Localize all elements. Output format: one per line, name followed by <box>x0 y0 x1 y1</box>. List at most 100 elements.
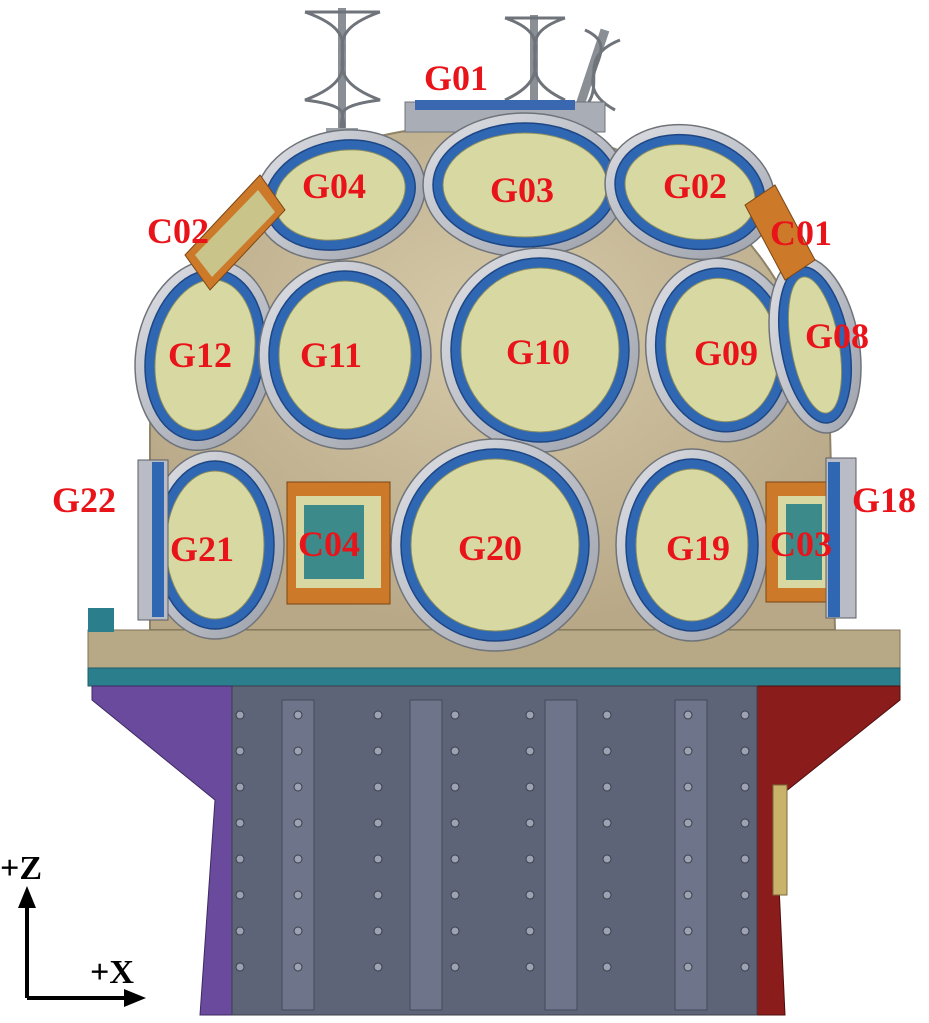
bolt <box>525 926 535 936</box>
bolt <box>373 710 383 720</box>
bolt <box>740 710 750 720</box>
bolt <box>373 854 383 864</box>
bolt <box>293 818 303 828</box>
bolt <box>235 890 245 900</box>
detector-windows <box>134 112 862 652</box>
label-g20: G20 <box>458 528 523 568</box>
bolt <box>373 746 383 756</box>
bolt <box>450 710 460 720</box>
antenna-center <box>504 15 566 110</box>
bolt <box>373 962 383 972</box>
bolt <box>602 818 612 828</box>
label-c01: C01 <box>770 213 832 253</box>
label-g19: G19 <box>666 528 731 568</box>
bolt <box>450 854 460 864</box>
bolt <box>602 782 612 792</box>
axis-z-label: +Z <box>0 850 43 887</box>
bolt <box>293 926 303 936</box>
label-g18: G18 <box>852 480 917 520</box>
bolt <box>235 854 245 864</box>
bolt <box>373 926 383 936</box>
bolt <box>235 710 245 720</box>
bolt <box>740 818 750 828</box>
antenna-left <box>304 8 381 142</box>
panel-g18 <box>825 457 857 619</box>
bolt <box>373 890 383 900</box>
body-bolts <box>235 710 750 972</box>
bolt <box>525 962 535 972</box>
window-g11 <box>258 260 432 450</box>
bolt <box>450 818 460 828</box>
camera-c03 <box>765 481 831 603</box>
bolt <box>602 854 612 864</box>
teal-band <box>87 667 901 687</box>
label-g10: G10 <box>506 332 571 372</box>
bolt <box>293 854 303 864</box>
label-g21: G21 <box>170 529 235 569</box>
label-g12: G12 <box>168 335 233 375</box>
camera-c04 <box>286 481 391 605</box>
bolt <box>602 890 612 900</box>
bolt <box>450 962 460 972</box>
label-c04: C04 <box>298 524 360 564</box>
label-c03: C03 <box>770 524 832 564</box>
bolt <box>602 926 612 936</box>
bolt <box>373 782 383 792</box>
label-g09: G09 <box>694 333 759 373</box>
bolt <box>235 746 245 756</box>
bolt <box>293 782 303 792</box>
bolt <box>602 710 612 720</box>
label-g04: G04 <box>302 166 367 206</box>
bolt <box>740 746 750 756</box>
bolt <box>602 746 612 756</box>
bolt <box>235 962 245 972</box>
window-g04 <box>254 129 426 261</box>
window-g09 <box>644 257 800 443</box>
bolt <box>683 890 693 900</box>
window-g21 <box>145 450 285 640</box>
bolt <box>740 854 750 864</box>
bolt <box>450 926 460 936</box>
side-bracket <box>772 784 788 896</box>
bolt <box>525 746 535 756</box>
label-g08: G08 <box>805 316 870 356</box>
axis-indicator <box>18 886 146 1007</box>
camera-c02 <box>184 174 286 291</box>
bolt <box>450 890 460 900</box>
window-g20 <box>390 438 600 652</box>
window-g10 <box>440 247 640 453</box>
bolt <box>683 926 693 936</box>
bolt <box>293 746 303 756</box>
bolt <box>525 854 535 864</box>
bolt <box>373 818 383 828</box>
axis-x-label: +X <box>90 954 134 991</box>
bolt <box>683 854 693 864</box>
bolt <box>683 962 693 972</box>
bolt <box>293 962 303 972</box>
label-g02: G02 <box>663 166 728 206</box>
camera-c01 <box>744 184 816 281</box>
bolt <box>235 782 245 792</box>
bolt <box>235 818 245 828</box>
bolt <box>683 782 693 792</box>
bolt <box>525 710 535 720</box>
bolt <box>450 746 460 756</box>
label-g03: G03 <box>490 170 555 210</box>
bolt <box>740 926 750 936</box>
bolt <box>450 782 460 792</box>
label-g11: G11 <box>300 335 363 375</box>
bolt <box>683 710 693 720</box>
base-block-left <box>88 608 114 632</box>
bolt <box>293 890 303 900</box>
main-body <box>231 685 758 1016</box>
panel-g22 <box>137 459 169 621</box>
bolt <box>683 818 693 828</box>
bolt <box>525 890 535 900</box>
bolt <box>683 746 693 756</box>
bolt <box>293 710 303 720</box>
label-g01: G01 <box>424 58 489 98</box>
label-g22: G22 <box>52 480 117 520</box>
bolt <box>525 818 535 828</box>
